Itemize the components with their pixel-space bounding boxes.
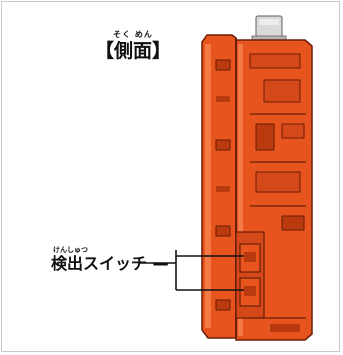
callout-label: けんしゅつ 検出スイッチ — — [51, 246, 169, 274]
title-block: そく めん 【側面】 — [88, 30, 178, 62]
page-title: 【側面】 — [94, 40, 171, 62]
callout-leader — [140, 250, 244, 291]
device-body — [201, 34, 313, 341]
callout-ruby: けんしゅつ — [53, 246, 88, 254]
title-ruby: そく めん — [113, 30, 153, 39]
callout-text: 検出スイッチ — — [51, 254, 169, 274]
detection-switch-label: 検出スイッチ — [51, 254, 148, 273]
callout-dash: — — [152, 254, 169, 273]
